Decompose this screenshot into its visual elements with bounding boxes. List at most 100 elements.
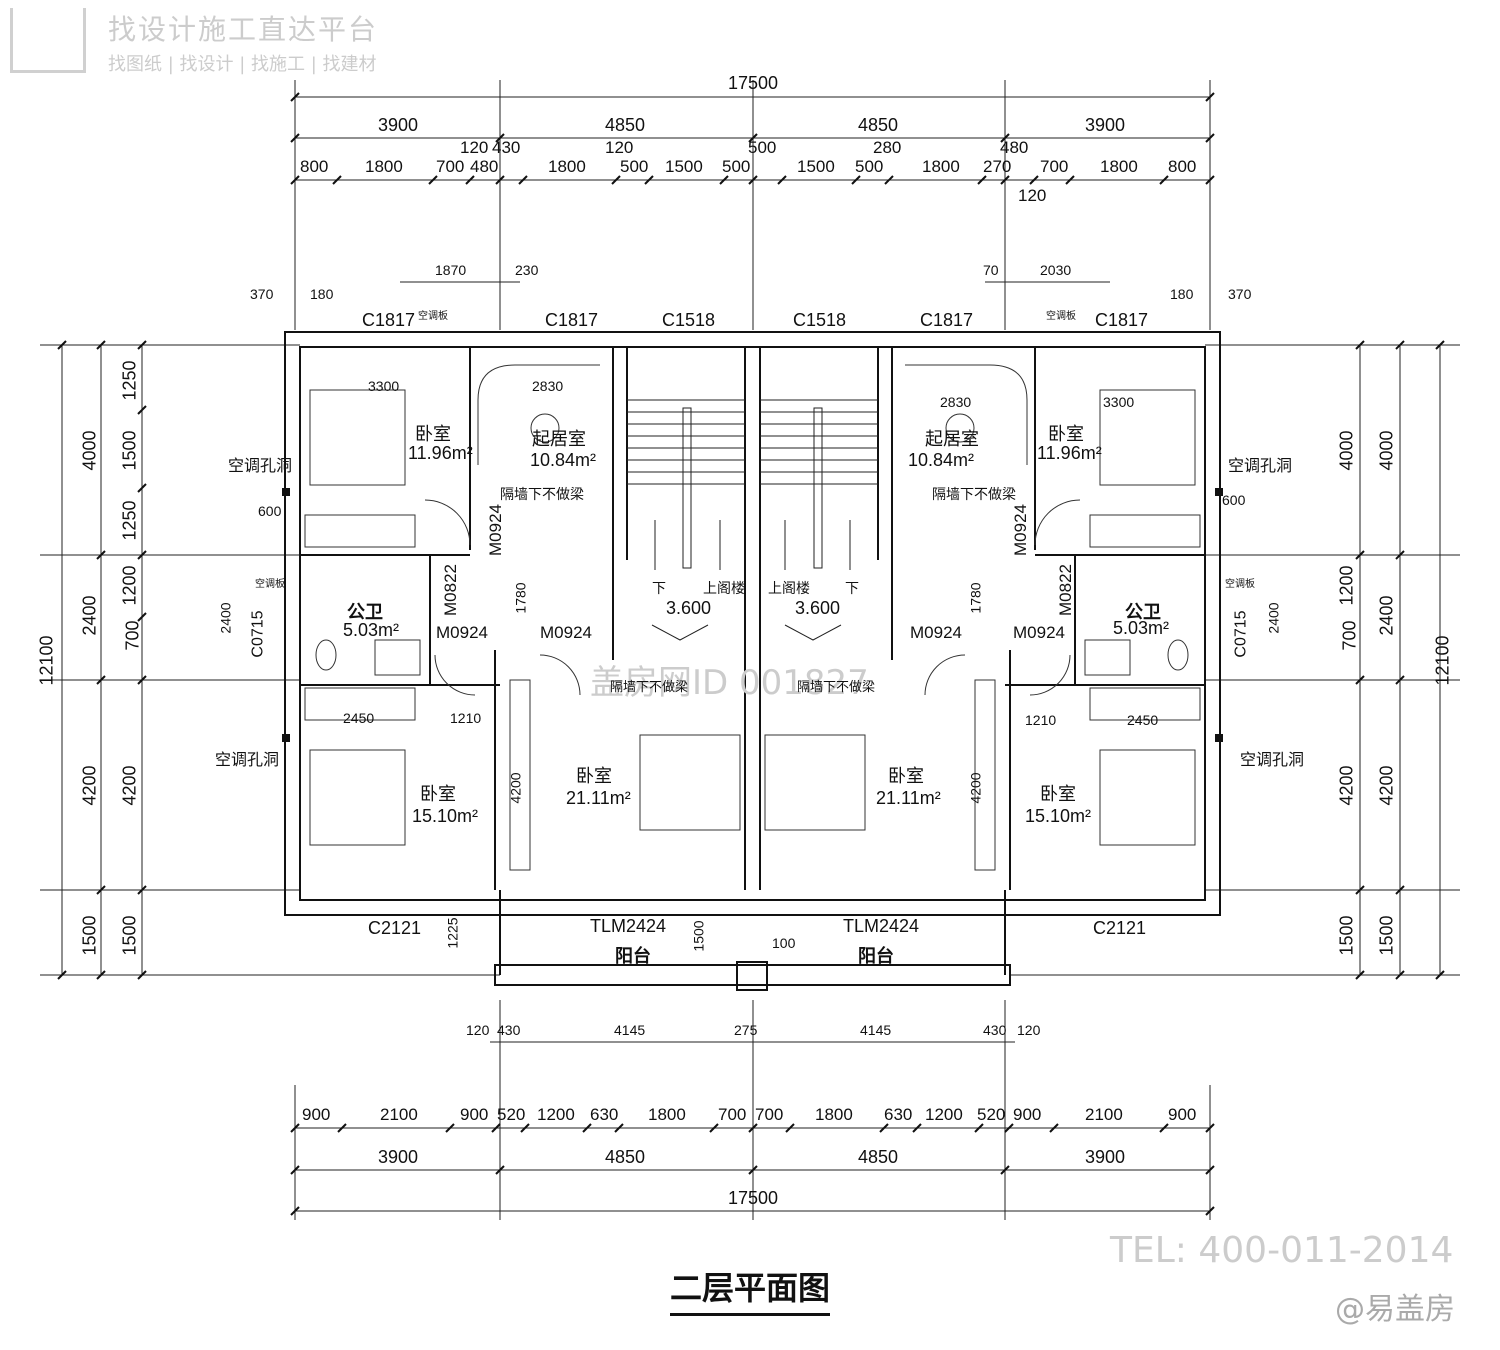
room-area-ce: 21.11m² [876,788,941,808]
dim-mid-2: 4850 [858,115,899,135]
dim-600-b: 600 [1222,492,1246,508]
dim-1800-f: 1800 [815,1105,853,1124]
note-ac-hole-sw: 空调孔洞 [215,750,280,769]
door-m0822-a: M0822 [440,564,460,616]
room-area-cw: 21.11m² [566,788,631,808]
door-tlm2424-a: TLM2424 [590,916,667,936]
dim-520-b: 520 [977,1105,1006,1124]
dim-12100-right: 12100 [1432,635,1453,686]
room-living-e: 起居室 [925,429,979,450]
door-m0924-e: M0924 [910,623,962,642]
dim-4000-left: 4000 [79,430,100,471]
watermark-tel: TEL: 400-011-2014 [1110,1230,1454,1271]
dim-500-a: 500 [748,138,777,157]
dim-4200-left-b: 4200 [119,765,140,806]
dim-mid-bot-2: 4850 [858,1147,899,1167]
dim-1500-left-c: 1500 [119,915,140,956]
dim-600-a: 600 [258,503,282,519]
room-area-ne: 11.96m² [1037,443,1102,463]
dim-1500-a: 1500 [665,157,703,176]
dim-1800-c: 1800 [922,157,960,176]
dim-1200-right: 1200 [1336,565,1357,606]
dim-4000-right-b: 4000 [1376,430,1397,471]
dim-bay-2: 3900 [1085,115,1126,135]
note-up-attic-b: 上阁楼 [768,581,810,597]
dim-4200-right-a: 4200 [1336,765,1357,806]
drawing-title: 二层平面图 [670,1263,831,1316]
dim-4200-right-b: 4200 [1376,765,1397,806]
dim-3300-b: 3300 [1103,394,1135,410]
dim-1200-left: 1200 [119,565,140,606]
dim-bay-1: 3900 [378,115,419,135]
window-c0715-left: C0715 [249,610,267,658]
window-c1518-a: C1518 [662,310,716,330]
note-no-beam-b: 隔墙下不做梁 [932,487,1016,503]
room-balcony-w: 阳台 [615,946,651,967]
room-bedroom-ce: 卧室 [888,766,924,787]
dim-1780-a: 1780 [512,582,529,614]
dim-700-right: 700 [1339,620,1360,651]
dim-1500-left-a: 1500 [79,915,100,956]
dim-1500-bal: 1500 [690,920,707,952]
dim-120-c: 120 [1018,186,1047,205]
dim-2100-b: 2100 [1085,1105,1123,1124]
dim-120-bot-a: 120 [466,1022,490,1038]
dim-800-a: 800 [300,157,329,176]
dim-1200-a: 1200 [537,1105,575,1124]
note-down-b: 下 [845,581,859,597]
dim-2400-right-b: 2400 [1265,602,1282,634]
dim-70: 70 [983,262,999,278]
dim-1250-left-a: 1250 [119,360,140,401]
dim-275-bot: 275 [734,1022,758,1038]
dim-630-a: 630 [590,1105,619,1124]
door-m0924-f: M0924 [1013,623,1065,642]
ac-board-label-b: 空调板 [1046,311,1076,322]
room-area-sw: 15.10m² [412,806,479,826]
dim-120-bot-b: 120 [1017,1022,1041,1038]
dim-4200-left: 4200 [79,765,100,806]
dim-overall-top: 17500 [728,73,779,93]
dim-1780-b: 1780 [967,582,984,614]
dim-180-a: 180 [310,286,334,302]
dim-120-b: 120 [605,138,634,157]
window-c0715-right: C0715 [1232,610,1250,658]
room-bedroom-ne: 卧室 [1048,424,1084,445]
room-bedroom-sw: 卧室 [420,784,456,805]
window-c1518-b: C1518 [793,310,847,330]
level-mark-b: 3.600 [795,598,841,618]
dim-mid-bot-1: 4850 [605,1147,646,1167]
dim-1800-a: 1800 [365,157,403,176]
note-down-a: 下 [652,581,666,597]
dim-12100-left: 12100 [36,635,57,686]
dim-900-a: 900 [302,1105,331,1124]
room-balcony-e: 阳台 [858,946,894,967]
dim-1210-a: 1210 [450,710,482,726]
dim-1200-b: 1200 [925,1105,963,1124]
dim-4000-right-a: 4000 [1336,430,1357,471]
note-ac-hole-ne: 空调孔洞 [1228,456,1293,475]
room-bath-w: 公卫 [347,602,383,623]
room-area-living-e: 10.84m² [908,450,975,470]
level-mark-a: 3.600 [666,598,712,618]
window-c1817-a: C1817 [362,310,416,330]
note-ac-hole-nw: 空调孔洞 [228,456,293,475]
dim-4200-inner-a: 4200 [507,772,524,804]
watermark-services: 找图纸 | 找设计 | 找施工 | 找建材 [108,54,377,75]
dim-3300-a: 3300 [368,378,400,394]
door-m0822-b: M0822 [1055,564,1075,616]
dim-1870: 1870 [435,262,467,278]
door-m0924-a: M0924 [485,504,505,556]
dim-2830-b: 2830 [940,394,972,410]
dim-2400-right: 2400 [1376,595,1397,636]
dim-1500-left-b: 1500 [119,430,140,471]
dim-1225: 1225 [444,917,461,949]
dim-270-a: 270 [983,157,1012,176]
dim-1800-e: 1800 [648,1105,686,1124]
dim-430-a: 430 [492,138,521,157]
dim-800-b: 800 [1168,157,1197,176]
dim-1800-b: 1800 [548,157,586,176]
note-up-attic-a: 上阁楼 [703,581,745,597]
dim-1210-b: 1210 [1025,712,1057,728]
watermark-id: 盖房网ID 001827 [590,663,869,703]
window-c1817-d: C1817 [1095,310,1149,330]
